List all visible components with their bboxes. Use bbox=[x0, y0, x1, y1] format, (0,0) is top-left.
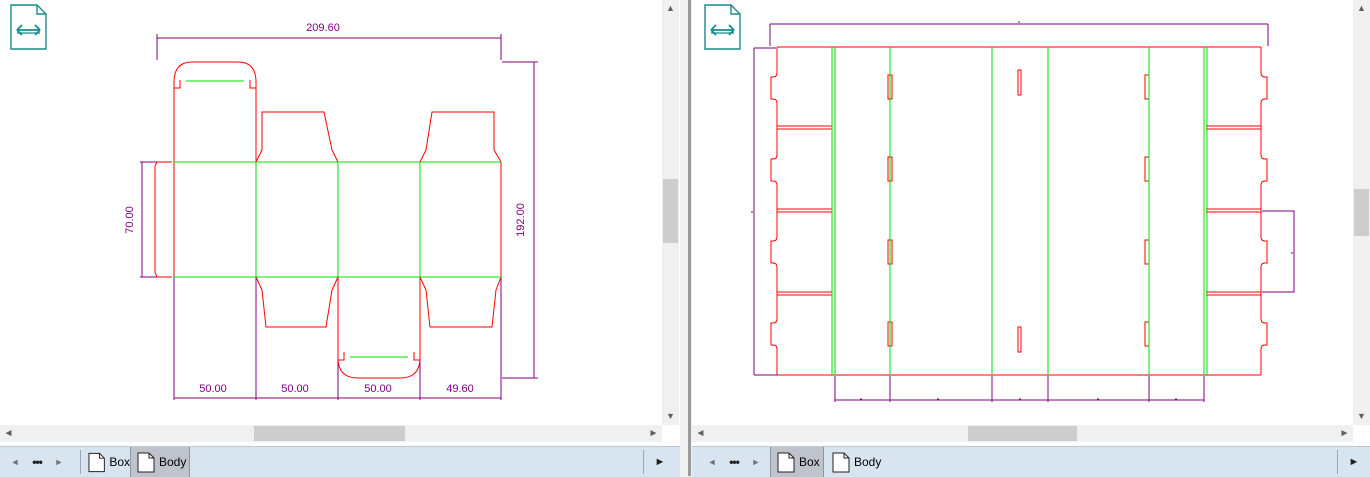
scroll-right-icon[interactable]: ► bbox=[648, 428, 659, 439]
cut-lines bbox=[154, 61, 502, 379]
prev-tab-icon[interactable]: ◄ bbox=[707, 457, 717, 467]
more-tabs-icon[interactable]: ••• bbox=[729, 455, 740, 469]
page-icon bbox=[137, 452, 155, 472]
fold-lines bbox=[831, 47, 1208, 375]
resize-horizontal-icon[interactable] bbox=[9, 4, 47, 50]
page-icon bbox=[832, 452, 850, 472]
dim-panel-2: 50.00 bbox=[281, 383, 309, 395]
scroll-thumb[interactable] bbox=[968, 426, 1077, 441]
dimension-labels: 209.60 70.00 192.00 50.00 50.00 50.00 49… bbox=[124, 22, 527, 395]
box-dieline-drawing[interactable]: 209.60 70.00 192.00 50.00 50.00 50.00 49… bbox=[0, 0, 662, 425]
dimension-lines bbox=[751, 21, 1295, 402]
more-tabs-icon[interactable]: ••• bbox=[32, 455, 43, 469]
dim-panel-3: 50.00 bbox=[364, 383, 392, 395]
left-horizontal-scrollbar[interactable]: ◄ ► bbox=[0, 425, 662, 442]
tab-label: Box bbox=[799, 455, 820, 469]
scroll-right-icon[interactable]: ► bbox=[1339, 428, 1350, 439]
scroll-thumb[interactable] bbox=[1354, 189, 1369, 236]
right-horizontal-scrollbar[interactable]: ◄ ► bbox=[692, 425, 1353, 442]
tab-divider bbox=[643, 450, 644, 474]
scroll-up-icon[interactable]: ▲ bbox=[666, 3, 675, 13]
dim-panel-1: 50.00 bbox=[199, 383, 227, 395]
dim-overall-height: 192.00 bbox=[515, 203, 527, 237]
tab-box[interactable]: Box bbox=[82, 447, 130, 477]
right-tab-bar: ◄ ••• ► Box Body ► bbox=[692, 446, 1370, 477]
splitter-divider bbox=[688, 0, 691, 476]
scroll-down-icon[interactable]: ▼ bbox=[666, 411, 675, 421]
scroll-tabs-right-icon[interactable]: ► bbox=[1348, 456, 1360, 468]
tab-divider bbox=[80, 450, 81, 474]
page-icon bbox=[88, 452, 105, 472]
tab-box[interactable]: Box bbox=[770, 447, 824, 477]
page-icon bbox=[777, 452, 795, 472]
right-vertical-scrollbar[interactable]: ▲ ▼ bbox=[1353, 0, 1370, 425]
scroll-down-icon[interactable]: ▼ bbox=[1357, 411, 1366, 421]
tab-label: Body bbox=[159, 455, 187, 469]
tab-label: Body bbox=[854, 455, 882, 469]
fold-lines bbox=[174, 80, 501, 358]
resize-horizontal-icon[interactable] bbox=[703, 4, 741, 50]
right-document-pane: ▲ ▼ ◄ ► ◄ ••• ► Box Body ► bbox=[692, 0, 1370, 477]
next-tab-icon[interactable]: ► bbox=[751, 457, 761, 467]
scroll-thumb[interactable] bbox=[254, 426, 405, 441]
left-tab-bar: ◄ ••• ► Box Body ► bbox=[0, 446, 680, 477]
dimension-lines bbox=[140, 34, 538, 400]
dim-overall-width: 209.60 bbox=[306, 22, 340, 34]
scroll-left-icon[interactable]: ◄ bbox=[695, 428, 706, 439]
dim-panel-4: 49.60 bbox=[446, 383, 474, 395]
scroll-left-icon[interactable]: ◄ bbox=[3, 428, 14, 439]
left-document-pane: 209.60 70.00 192.00 50.00 50.00 50.00 49… bbox=[0, 0, 680, 477]
tab-divider bbox=[1337, 450, 1338, 474]
tab-label: Box bbox=[109, 455, 130, 469]
scroll-up-icon[interactable]: ▲ bbox=[1357, 3, 1366, 13]
dim-panel-height: 70.00 bbox=[124, 206, 136, 234]
cut-lines bbox=[770, 46, 1268, 376]
tab-body[interactable]: Body bbox=[130, 447, 190, 477]
left-vertical-scrollbar[interactable]: ▲ ▼ bbox=[662, 0, 679, 425]
next-tab-icon[interactable]: ► bbox=[54, 457, 64, 467]
prev-tab-icon[interactable]: ◄ bbox=[10, 457, 20, 467]
scroll-thumb[interactable] bbox=[663, 179, 678, 243]
scroll-tabs-right-icon[interactable]: ► bbox=[654, 456, 666, 468]
tray-dieline-drawing[interactable] bbox=[692, 0, 1353, 425]
tab-body[interactable]: Body bbox=[826, 447, 886, 477]
